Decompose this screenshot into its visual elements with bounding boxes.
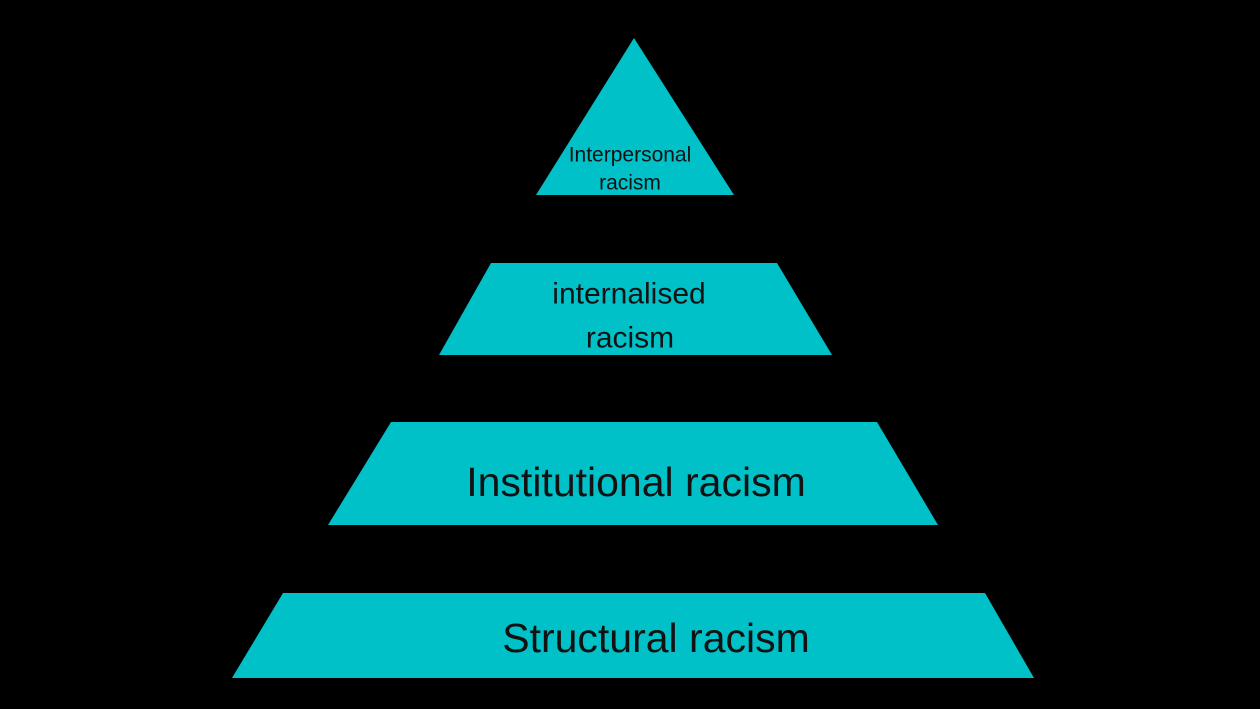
pyramid-level-3-label: Institutional racism xyxy=(466,459,806,505)
pyramid-level-1-label-line-1: Interpersonal xyxy=(569,144,692,167)
pyramid-level-2-label-line-1: internalised xyxy=(552,278,705,311)
pyramid-level-2-shape xyxy=(439,263,832,355)
pyramid-level-4-shape xyxy=(232,593,1034,678)
pyramid-level-2-label-line-2: racism xyxy=(586,322,674,355)
pyramid-level-1-label-line-2: racism xyxy=(599,172,661,195)
pyramid-level-3-shape xyxy=(328,422,938,525)
pyramid-level-4-label: Structural racism xyxy=(502,615,810,661)
pyramid-level-1-shape xyxy=(536,38,734,195)
